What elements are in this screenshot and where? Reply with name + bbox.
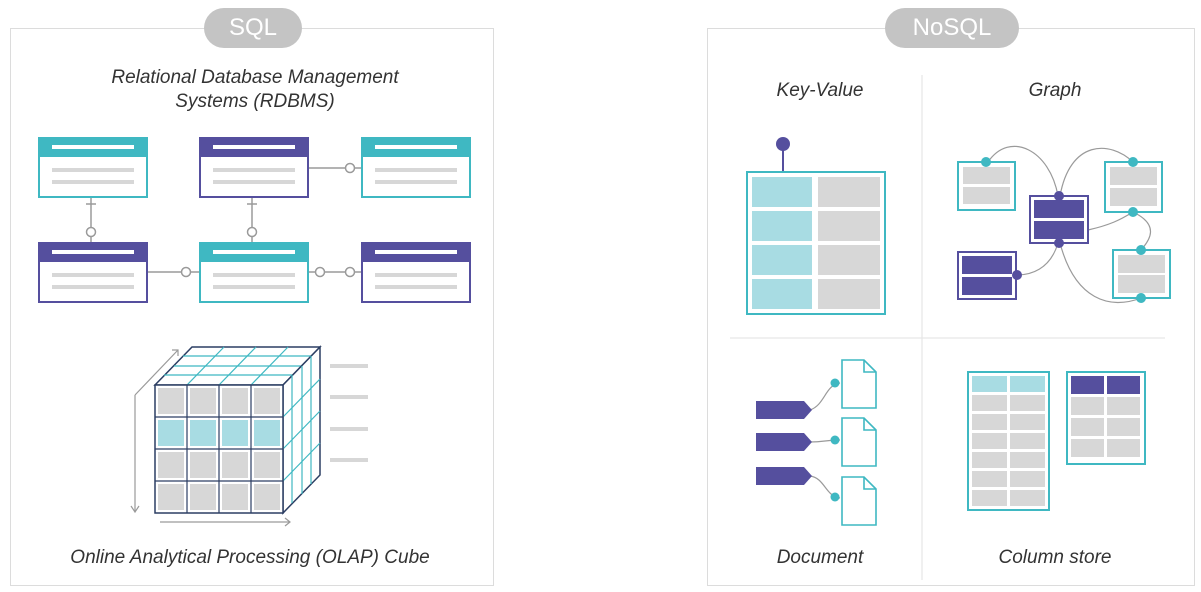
column-store-diagram [967,371,1146,511]
rdbms-table [199,242,309,303]
cube-cell [222,484,248,510]
column-store-cell [1010,433,1045,449]
graph-label: Graph [1028,80,1082,101]
column-store-cell [1010,471,1045,487]
document-label: Document [776,547,864,568]
column-store-cell [1010,452,1045,468]
cube-cell [158,484,184,510]
sql-badge: SQL [204,8,302,48]
cube-cell [190,452,216,478]
cube-cell [254,452,280,478]
document-diagram [756,359,877,526]
cube-cell [222,452,248,478]
rdbms-table [199,137,309,198]
column-store-cell [1010,395,1045,411]
olap-title: Online Analytical Processing (OLAP) Cube [70,547,430,568]
column-store-cell [972,471,1007,487]
cube-cell [190,420,216,446]
column-store-cell [1010,490,1045,506]
column-store-cell [972,452,1007,468]
cube-cell [158,420,184,446]
rdbms-diagram [38,137,471,303]
cube-cell [254,388,280,414]
cube-cell [190,484,216,510]
column-store-cell [1107,376,1140,394]
column-store-cell [972,414,1007,430]
rdbms-table [38,242,148,303]
column-store-cell [1071,439,1104,457]
cube-cell [158,452,184,478]
column-store-cell [1071,418,1104,436]
column-store-cell [1107,439,1140,457]
rdbms-table [361,137,471,198]
cube-cell [254,420,280,446]
rdbms-table [361,242,471,303]
column-store-cell [972,395,1007,411]
quadrant-dividers [730,75,1165,580]
cube-cell [222,420,248,446]
rdbms-title-line1: Relational Database Management [111,67,399,88]
column-store-cell [972,490,1007,506]
rdbms-title-line2: Systems (RDBMS) [175,91,335,112]
rdbms-title: Relational Database Management Systems (… [60,66,450,114]
olap-cube [130,345,368,527]
key-value-label: Key-Value [776,80,864,101]
nosql-badge: NoSQL [885,8,1019,48]
column-store-cell [972,376,1007,392]
column-store-cell [1107,418,1140,436]
cube-cell [190,388,216,414]
column-store-cell [1010,414,1045,430]
column-store-label: Column store [998,547,1112,568]
column-store-cell [1010,376,1045,392]
column-store-cell [1071,397,1104,415]
key-value-diagram [746,137,886,315]
graph-diagram [957,145,1171,304]
cube-cell [222,388,248,414]
column-store-cell [972,433,1007,449]
column-store-cell [1107,397,1140,415]
cube-cell [254,484,280,510]
column-store-cell [1071,376,1104,394]
cube-cell [158,388,184,414]
rdbms-table [38,137,148,198]
